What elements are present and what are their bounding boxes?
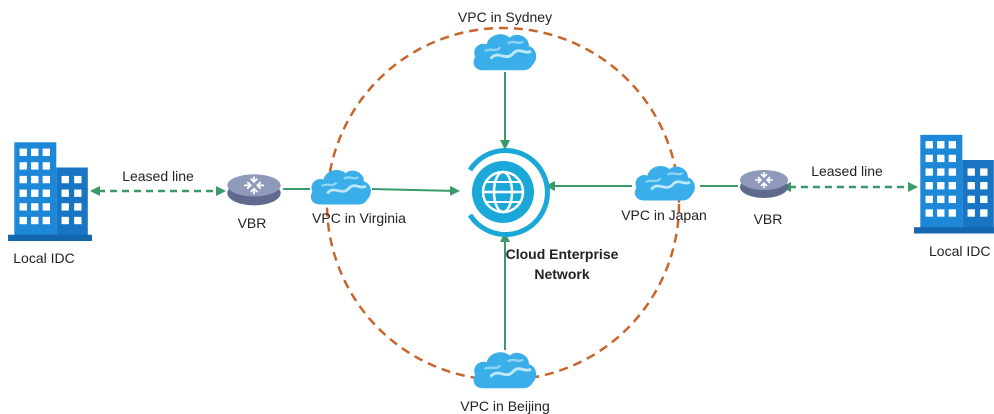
leased-line-left-label: Leased line bbox=[122, 168, 194, 184]
virginia-connector bbox=[371, 185, 460, 196]
cen-label-line1: Cloud Enterprise bbox=[506, 246, 619, 262]
cen-label-line2: Network bbox=[534, 266, 589, 282]
cloud-icon bbox=[633, 164, 697, 202]
vbr-left-label: VBR bbox=[238, 215, 267, 231]
cloud-icon bbox=[472, 32, 538, 72]
local-idc-left-label: Local IDC bbox=[13, 250, 74, 266]
cloud-icon bbox=[472, 350, 538, 390]
leased-line-right-label: Leased line bbox=[811, 163, 883, 179]
vbr-right-label: VBR bbox=[754, 211, 783, 227]
vpc-virginia-label: VPC in Virginia bbox=[312, 210, 406, 226]
building-icon bbox=[8, 142, 92, 241]
router-icon bbox=[739, 169, 789, 199]
vpc-beijing-label: VPC in Beijing bbox=[460, 398, 550, 414]
router-icon bbox=[226, 173, 282, 207]
building-icon bbox=[914, 134, 994, 234]
cloud-icon bbox=[309, 168, 373, 206]
globe-icon bbox=[467, 148, 550, 237]
vpc-japan-label: VPC in Japan bbox=[621, 207, 707, 223]
local-idc-right-label: Local IDC bbox=[929, 243, 990, 259]
vpc-sydney-label: VPC in Sydney bbox=[458, 9, 552, 25]
